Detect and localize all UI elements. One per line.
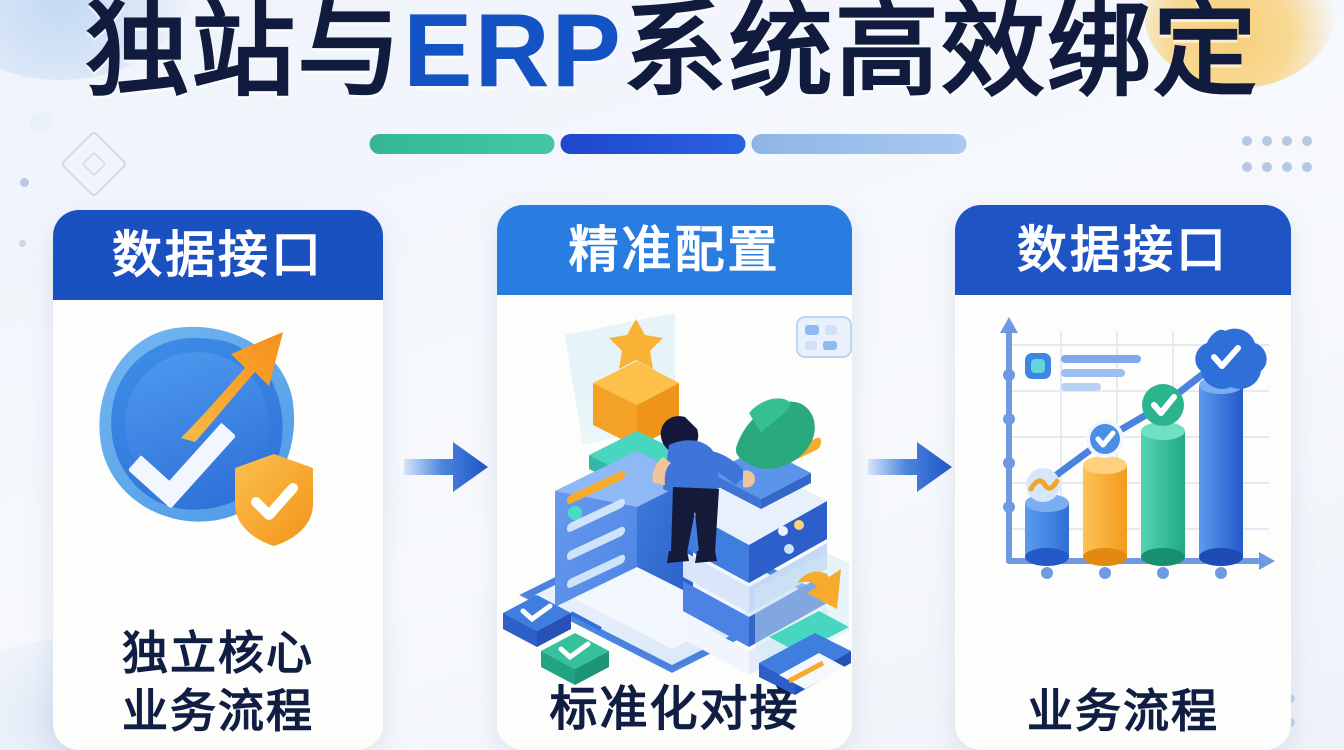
bar-2 bbox=[1083, 456, 1127, 566]
trend-marker-check-badge bbox=[1195, 328, 1267, 390]
card-2-header: 精准配置 bbox=[497, 205, 852, 295]
bar-3 bbox=[1141, 422, 1185, 566]
card-2-caption: 标准化对接 bbox=[497, 680, 852, 750]
bar-1 bbox=[1025, 494, 1069, 566]
trend-marker-check-blue bbox=[1086, 420, 1124, 458]
card-1-illustration bbox=[53, 300, 383, 625]
growth-arrow-icon bbox=[181, 332, 283, 442]
arrow-card1-to-card2-icon bbox=[404, 442, 488, 492]
arrow-card2-to-card3-icon bbox=[868, 442, 952, 492]
growth-bar-chart-icon bbox=[1000, 317, 1275, 579]
card-2-caption-line-1: 标准化对接 bbox=[549, 683, 800, 736]
card-1-header: 数据接口 bbox=[53, 210, 383, 300]
diamond-decoration-icon bbox=[60, 130, 128, 198]
progress-segment-blue bbox=[560, 134, 746, 154]
card-3-caption: 业务流程 bbox=[955, 683, 1291, 750]
card-2-illustration bbox=[497, 295, 852, 695]
trend-marker-wave-icon bbox=[1026, 468, 1060, 502]
card-3-header: 数据接口 bbox=[955, 205, 1291, 295]
bar-4 bbox=[1199, 376, 1243, 566]
dot-decoration-2 bbox=[19, 240, 26, 247]
card-3-illustration bbox=[955, 295, 1291, 683]
progress-segment-light-blue bbox=[751, 134, 967, 154]
progress-bar bbox=[369, 134, 975, 154]
card-3-caption-line-1: 业务流程 bbox=[1027, 684, 1219, 737]
isometric-server-scene-icon bbox=[503, 313, 852, 695]
page-title: 独站与ERP系统高效绑定 bbox=[0, 0, 1344, 108]
card-1-caption-line-2: 业务流程 bbox=[122, 684, 314, 737]
card-precise-configuration-middle[interactable]: 精准配置 bbox=[497, 205, 852, 750]
dot-decoration-large bbox=[30, 112, 52, 134]
card-1-caption: 独立核心 业务流程 bbox=[53, 625, 383, 750]
card-data-interface-left[interactable]: 数据接口 bbox=[53, 210, 383, 750]
title-part-1: 独站与 bbox=[85, 0, 404, 109]
trend-marker-check-teal bbox=[1142, 384, 1184, 426]
security-shield-icon bbox=[235, 454, 313, 546]
card-data-interface-right[interactable]: 数据接口 bbox=[955, 205, 1291, 750]
title-part-2: 系统高效绑定 bbox=[622, 0, 1259, 109]
dot-grid-decoration bbox=[1242, 136, 1322, 188]
progress-segment-teal bbox=[369, 134, 555, 154]
dot-decoration-1 bbox=[20, 178, 29, 187]
card-1-caption-line-1: 独立核心 bbox=[122, 627, 314, 679]
title-accent-erp: ERP bbox=[403, 0, 623, 109]
